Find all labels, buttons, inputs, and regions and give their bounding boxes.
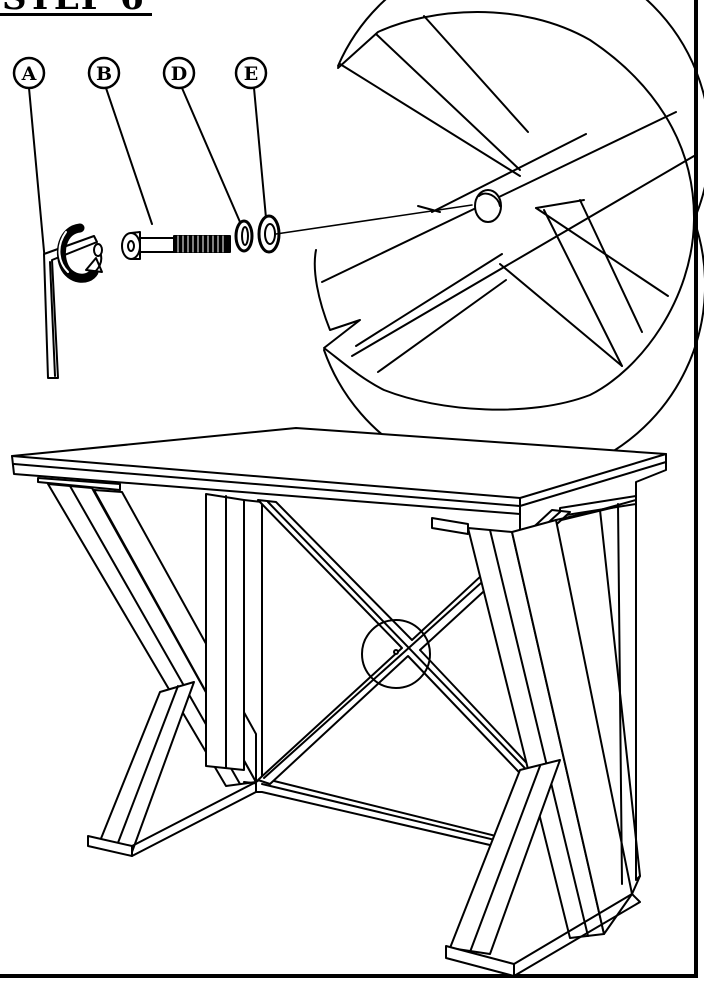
rotate-clockwise-icon	[56, 223, 103, 283]
part-label-e: E	[234, 56, 268, 219]
flat-washer-icon	[257, 204, 473, 254]
part-label-b-text: B	[96, 63, 112, 85]
detail-zoom-circle	[313, 0, 704, 483]
part-label-d: D	[162, 56, 241, 223]
bolt-icon	[121, 231, 231, 260]
part-label-b: B	[87, 56, 153, 225]
part-label-d-text: D	[171, 63, 187, 85]
part-label-e-text: E	[244, 63, 258, 85]
allen-key-icon	[43, 235, 98, 379]
step-title-underline	[0, 13, 152, 16]
part-label-a-text: A	[21, 63, 37, 85]
spring-washer-icon	[234, 219, 254, 253]
desk-illustration	[11, 427, 667, 977]
part-label-a: A	[12, 56, 46, 263]
